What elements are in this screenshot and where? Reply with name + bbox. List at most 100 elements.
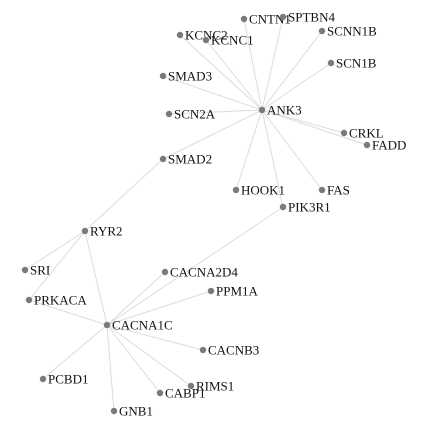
node-dot-sptbn4 <box>279 13 287 21</box>
node-dot-scnn1b <box>318 27 326 35</box>
node-label-gnb1: GNB1 <box>119 404 153 419</box>
node-label-fadd: FADD <box>372 138 406 153</box>
edge-ank3-fas <box>261 109 323 191</box>
node-ppm1a: PPM1A <box>207 284 259 299</box>
node-label-scnn1b: SCNN1B <box>327 24 377 39</box>
node-gnb1: GNB1 <box>110 404 153 419</box>
node-dot-ryr2 <box>81 227 89 235</box>
node-label-hook1: HOOK1 <box>241 183 285 198</box>
node-scn1b: SCN1B <box>327 56 377 71</box>
node-dot-hook1 <box>232 186 240 194</box>
node-sri: SRI <box>21 263 50 278</box>
node-dot-fadd <box>363 141 371 149</box>
node-fadd: FADD <box>363 138 406 153</box>
edge-ryr2-cacna1c <box>84 230 108 326</box>
node-dot-crkl <box>340 129 348 137</box>
node-dot-cacna1c <box>103 321 111 329</box>
node-dot-scn2a <box>165 110 173 118</box>
edge-cacna1c-cacnb3 <box>106 324 204 351</box>
node-smad3: SMAD3 <box>159 69 212 84</box>
edge-ank3-smad2 <box>162 109 263 160</box>
node-dot-sri <box>21 266 29 274</box>
edge-ank3-fadd <box>261 109 368 146</box>
node-pcbd1: PCBD1 <box>39 372 88 387</box>
edge-ank3-crkl <box>261 109 345 134</box>
node-dot-fas <box>318 186 326 194</box>
node-prkaca: PRKACA <box>25 293 87 308</box>
node-dot-gnb1 <box>110 407 118 415</box>
node-label-cacna2d4: CACNA2D4 <box>170 265 238 280</box>
node-dot-ppm1a <box>207 287 215 295</box>
node-ryr2: RYR2 <box>81 224 123 239</box>
node-fas: FAS <box>318 183 350 198</box>
node-label-pcbd1: PCBD1 <box>48 372 88 387</box>
node-smad2: SMAD2 <box>159 152 212 167</box>
node-label-prkaca: PRKACA <box>34 293 87 308</box>
node-dot-cacna2d4 <box>161 268 169 276</box>
node-label-sptbn4: SPTBN4 <box>288 10 335 25</box>
edge-cacna1c-cabp1 <box>106 324 161 394</box>
node-dot-prkaca <box>25 296 33 304</box>
node-dot-cabp1 <box>156 389 164 397</box>
node-label-crkl: CRKL <box>349 126 384 141</box>
edge-ank3-kcnc2 <box>179 34 263 111</box>
node-dot-pik3r1 <box>279 203 287 211</box>
node-kcnc2: KCNC2 <box>176 28 228 43</box>
node-label-ppm1a: PPM1A <box>216 284 259 299</box>
edge-ank3-scnn1b <box>261 30 323 111</box>
node-kcnc1: KCNC1 <box>202 33 254 48</box>
node-dot-rims1 <box>187 382 195 390</box>
edge-ank3-cntn1 <box>243 18 263 111</box>
node-label-cacnb3: CACNB3 <box>208 343 259 358</box>
node-crkl: CRKL <box>340 126 384 141</box>
edge-smad2-ryr2 <box>84 158 164 232</box>
edge-ank3-scn1b <box>261 62 332 111</box>
node-pik3r1: PIK3R1 <box>279 200 331 215</box>
node-label-sri: SRI <box>30 263 50 278</box>
node-label-fas: FAS <box>327 183 350 198</box>
edge-ryr2-sri <box>24 230 86 271</box>
edge-ank3-smad3 <box>162 75 263 111</box>
edge-ank3-sptbn4 <box>261 16 284 111</box>
edge-cacna1c-pik3r1 <box>106 206 284 326</box>
node-layer: CNTN1SPTBN4SCNN1BKCNC2KCNC1SCN1BSMAD3ANK… <box>21 10 406 419</box>
edge-cacna1c-pcbd1 <box>42 324 108 380</box>
node-label-rims1: RIMS1 <box>196 379 234 394</box>
edge-cacna1c-gnb1 <box>106 324 115 412</box>
edge-ryr2-prkaca <box>28 230 86 301</box>
node-dot-cacnb3 <box>199 346 207 354</box>
node-label-smad2: SMAD2 <box>168 152 212 167</box>
node-sptbn4: SPTBN4 <box>279 10 335 25</box>
node-dot-scn1b <box>327 59 335 67</box>
node-dot-smad3 <box>159 72 167 80</box>
node-label-cacna1c: CACNA1C <box>112 318 173 333</box>
node-dot-pcbd1 <box>39 375 47 383</box>
node-label-smad3: SMAD3 <box>168 69 212 84</box>
node-label-scn1b: SCN1B <box>336 56 377 71</box>
node-dot-kcnc1 <box>202 36 210 44</box>
node-label-kcnc1: KCNC1 <box>211 33 254 48</box>
edge-cacna1c-prkaca <box>28 299 108 326</box>
node-dot-ank3 <box>258 106 266 114</box>
edge-cacna1c-cacna2d4 <box>106 271 166 326</box>
node-rims1: RIMS1 <box>187 379 234 394</box>
node-cacna2d4: CACNA2D4 <box>161 265 238 280</box>
node-scnn1b: SCNN1B <box>318 24 377 39</box>
node-hook1: HOOK1 <box>232 183 285 198</box>
node-dot-cntn1 <box>240 15 248 23</box>
edge-ank3-pik3r1 <box>261 109 284 208</box>
node-label-scn2a: SCN2A <box>174 107 216 122</box>
node-label-ank3: ANK3 <box>267 103 302 118</box>
node-cacna1c: CACNA1C <box>103 318 173 333</box>
node-scn2a: SCN2A <box>165 107 216 122</box>
edge-cacna1c-ppm1a <box>106 290 212 326</box>
node-label-cabp1: CABP1 <box>165 386 205 401</box>
edge-ank3-hook1 <box>235 109 263 191</box>
edge-ank3-kcnc1 <box>205 39 263 111</box>
edge-ank3-scn2a <box>168 109 263 115</box>
node-dot-smad2 <box>159 155 167 163</box>
node-label-kcnc2: KCNC2 <box>185 28 228 43</box>
node-label-ryr2: RYR2 <box>90 224 123 239</box>
